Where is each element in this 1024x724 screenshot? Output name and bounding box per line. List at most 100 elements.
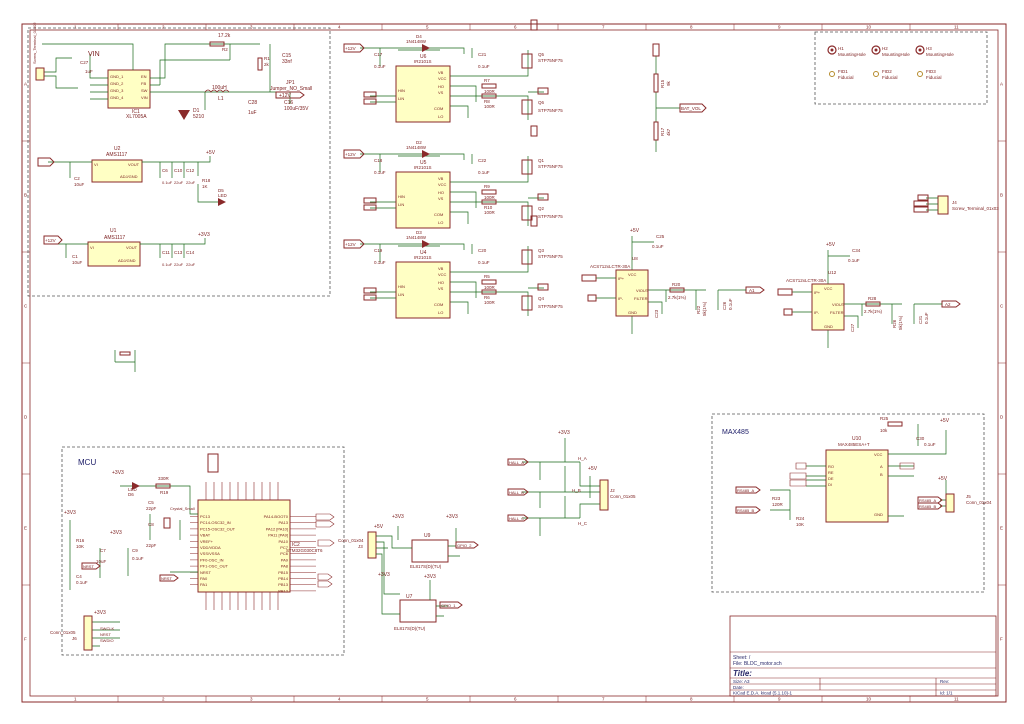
bat-vol-label: BAT_VOL xyxy=(681,106,701,111)
driver-ic-body xyxy=(395,171,451,229)
mosfet-low-value: STP75NF75 xyxy=(538,108,563,113)
gate-resistor-top-value: 100R xyxy=(484,285,496,290)
u1-vi: VI xyxy=(90,245,94,250)
c30-value: 0.1uF xyxy=(924,442,936,447)
ic1-pin-gnd3: GND_3 xyxy=(110,88,124,93)
border-col-top-3: 3 xyxy=(250,25,253,30)
u10-pin-gnd: GND xyxy=(874,512,883,517)
phase-flag-top xyxy=(530,215,538,227)
j3-value: Conn_01x04 xyxy=(338,538,364,543)
driver-ic-value: IR2101S xyxy=(414,165,432,170)
sensor-series-resistor-ref: R28 xyxy=(868,296,877,301)
power-section-box xyxy=(27,27,331,297)
ic1-value: XL7005A xyxy=(126,114,147,120)
bootstrap-diode xyxy=(422,240,430,248)
gate-resistor-top xyxy=(481,83,497,89)
sensor-input-flag-ipp xyxy=(581,274,597,282)
mounting-hole-value-H1: MountingHole xyxy=(838,52,866,57)
mosfet-low-value: STP75NF75 xyxy=(538,214,563,219)
sensor-output-label: A1 xyxy=(749,288,755,293)
lin-flag xyxy=(363,204,377,211)
sensor-series-resistor xyxy=(669,287,685,293)
r2-ref: R2 xyxy=(222,47,228,52)
d1-value: 5210 xyxy=(193,114,204,120)
rs485-b-flag-left xyxy=(735,506,761,514)
hall-sensor-interface: HALL_A HALL_B HALL_C H_A H_B H_C J2 Conn… xyxy=(507,430,636,536)
sensor-input-flag-ipm xyxy=(587,294,597,302)
c30-ref: C30 xyxy=(916,436,925,441)
mcu-top-label-stack xyxy=(207,453,219,473)
ic1-body xyxy=(107,69,151,109)
sensor-cap-out-ref: C26 xyxy=(722,301,727,310)
mcu-plus33-d: +3V3 xyxy=(94,610,106,616)
c16-ref: C16 xyxy=(284,100,293,106)
title-block-date: Date: xyxy=(733,685,744,690)
d5-value: LED xyxy=(218,193,228,198)
r18-ref: R18 xyxy=(202,178,211,183)
sensor-pin-filter: FILTER xyxy=(634,296,648,301)
c1-ref: C1 xyxy=(72,254,78,259)
title-block-frame xyxy=(729,615,997,697)
r23-ref: R23 xyxy=(772,496,781,501)
gate-resistor-bottom-ref: R10 xyxy=(484,205,493,210)
sensor-pin-gnd: GND xyxy=(824,324,833,329)
screw-terminal-j1 xyxy=(35,67,45,81)
gpio1-label: GPIO_1 xyxy=(441,603,456,608)
border-row-left-C: C xyxy=(24,304,28,309)
sensor-series-resistor-value: 2.7k(1%) xyxy=(668,295,687,300)
mcu-pin-pa8: PA8 xyxy=(281,564,289,569)
driver-pin-ho: HO xyxy=(438,280,444,285)
title-block-kicad: KiCad E.D.A. kicad (5.1.10)-1 xyxy=(733,691,793,696)
driver-pin-lin: LIN xyxy=(398,202,404,207)
gate-resistor-bottom-ref: R8 xyxy=(484,99,490,104)
c6-ref: C6 xyxy=(162,168,168,173)
mounting-hole-ref-H1: H1 xyxy=(838,46,844,51)
opto-plus33-a: +3V3 xyxy=(392,514,404,520)
opto-plus33-c: +3V3 xyxy=(378,572,390,578)
buck-regulator: IC1 XL7005A GND_1 GND_2 GND_3 GND_4 EN F… xyxy=(32,22,312,120)
sensor-output-label: A2 xyxy=(945,302,951,307)
cap-right-value: 0.1uF xyxy=(478,170,490,175)
opto-plus5: +5V xyxy=(374,524,384,530)
plus12v-flag-ldo2-label: +12V xyxy=(45,238,56,243)
c15-value: 33nf xyxy=(282,59,292,65)
driver-ic-body xyxy=(395,65,451,123)
title-block-id: Id: 1/1 xyxy=(940,691,953,696)
title-block-rev: Rev: xyxy=(940,679,949,684)
c28-value: 1uF xyxy=(248,110,257,116)
ic1-ref: IC1 xyxy=(132,109,140,115)
ic1-pin-vin: VIN xyxy=(141,95,148,100)
r18-value: 1K xyxy=(202,184,208,189)
bootstrap-diode-value: 1N4148W xyxy=(406,39,427,44)
gate-driver-3: +12VU4IR2101SHINLINVBVCCHOVSCOMLOD31N414… xyxy=(343,215,563,319)
mcu-pin-pc6: PC6 xyxy=(280,551,289,556)
mcu-pin-vbat: VBAT xyxy=(200,533,211,538)
border-row-right-D: D xyxy=(1000,415,1004,420)
border-col-bottom-4: 4 xyxy=(338,697,341,702)
mosfet-low-value: STP75NF75 xyxy=(538,304,563,309)
j6-ref: J6 xyxy=(72,636,77,641)
bootstrap-diode-value: 1N4148W xyxy=(406,235,427,240)
title-block-sheet: Sheet: / xyxy=(733,655,751,661)
d5-ref: D5 xyxy=(218,188,224,193)
border-col-bottom-1: 1 xyxy=(74,697,77,702)
r1-value: 2k xyxy=(264,62,270,67)
border-col-top-10: 10 xyxy=(866,25,872,30)
border-col-top-4: 4 xyxy=(338,25,341,30)
sensor-output-flag xyxy=(745,286,765,294)
cap-left-value: 0.1uF xyxy=(374,64,386,69)
mcu-section-box xyxy=(61,446,345,656)
u2-vout: VOUT xyxy=(128,162,140,167)
sensor-divider-value: 5k(1%) xyxy=(702,301,707,316)
c5-ref: C5 xyxy=(148,500,154,505)
border-col-bottom-10: 10 xyxy=(866,697,872,702)
mcu-pin-pa10: PA10 xyxy=(279,539,289,544)
jp1-value: Jumper_NO_Small xyxy=(270,86,312,92)
gate-resistor-bottom-ref: R6 xyxy=(484,295,490,300)
opto-wires xyxy=(376,526,460,617)
mosfet-low-ref: Q2 xyxy=(538,206,545,211)
ic1-pin-en: EN xyxy=(141,74,147,79)
driver-pin-com: COM xyxy=(434,106,443,111)
sensor-wires xyxy=(792,250,915,348)
